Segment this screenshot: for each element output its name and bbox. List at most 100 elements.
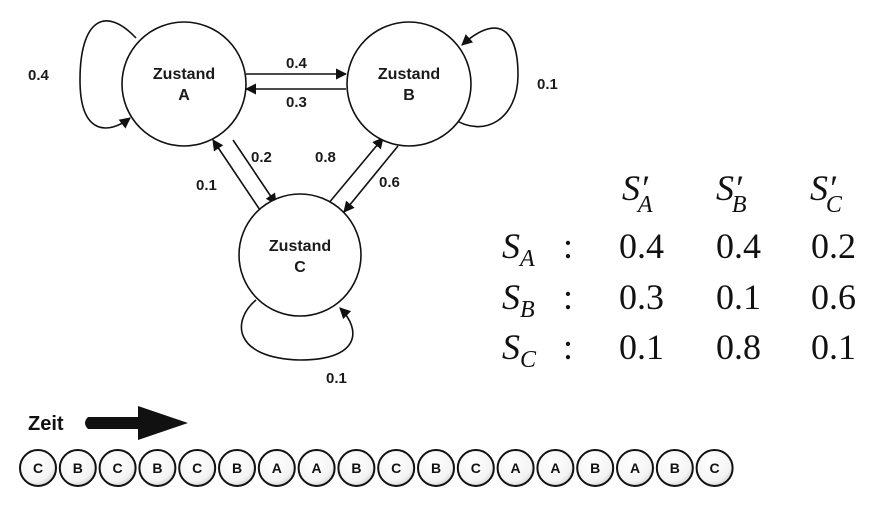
sequence-state-B: B — [58, 449, 97, 487]
svg-text:SB: SB — [502, 277, 535, 323]
sequence-state-C: C — [19, 449, 57, 487]
sequence-ball — [218, 449, 256, 487]
sequence-state-A: A — [496, 449, 535, 487]
sequence-state-B: B — [337, 449, 376, 487]
sequence-ball — [337, 449, 376, 487]
matrix-col-header-C-sub: C — [826, 192, 843, 218]
sequence-state-B: B — [576, 449, 615, 487]
sequence-letter: B — [152, 460, 162, 476]
sequence-ball — [695, 449, 734, 487]
matrix-col-header-B: S′B — [716, 168, 747, 218]
time-arrow-icon — [85, 406, 188, 440]
state-B-letter: B — [403, 87, 415, 104]
sequence-state-A: A — [297, 449, 336, 487]
state-B-circle — [346, 21, 472, 147]
transition-A-A: 0.4 — [28, 20, 137, 129]
matrix-row-B: SB : 0.3 0.1 0.6 — [502, 277, 856, 323]
matrix-col-header-A: S′A — [622, 168, 653, 218]
transition-C-C-label: 0.1 — [326, 370, 347, 387]
state-B: Zustand B — [346, 21, 472, 147]
sequence-letter: B — [431, 460, 441, 476]
transition-C-B-label: 0.8 — [315, 149, 336, 166]
matrix-cell-C-C: 0.1 — [811, 327, 856, 367]
sequence-letter: A — [312, 460, 322, 476]
matrix-cell-A-C: 0.2 — [811, 226, 856, 266]
sequence-letter: C — [471, 460, 481, 476]
sequence-state-C: C — [377, 449, 416, 487]
transition-C-A: 0.1 — [196, 139, 261, 211]
svg-text::: : — [563, 327, 573, 367]
state-C-title: Zustand — [269, 238, 331, 255]
transition-B-C: 0.6 — [343, 145, 400, 213]
sequence-ball — [257, 449, 296, 487]
matrix-col-header-B-base: S — [716, 168, 734, 208]
sequence-ball — [178, 449, 217, 487]
matrix-col-header-C-base: S — [810, 168, 828, 208]
sequence-state-C: C — [178, 449, 217, 487]
state-A-circle — [121, 21, 247, 147]
state-C-letter: C — [294, 259, 306, 276]
matrix-col-header-B-sub: B — [732, 192, 747, 218]
sequence-letter: C — [710, 460, 720, 476]
sequence-letter: C — [391, 460, 401, 476]
matrix-cell-B-C: 0.6 — [811, 277, 856, 317]
sequence-state-B: B — [655, 449, 694, 487]
state-C: Zustand C — [238, 193, 362, 317]
transition-C-C: 0.1 — [240, 299, 354, 387]
sequence-ball — [377, 449, 416, 487]
time-label: Zeit — [28, 413, 64, 435]
svg-text:S′A: S′A — [622, 168, 653, 218]
matrix-cell-A-B: 0.4 — [716, 226, 761, 266]
matrix-row-C-sub: C — [520, 347, 537, 373]
transition-C-B: 0.8 — [315, 137, 384, 205]
svg-text::: : — [563, 277, 573, 317]
matrix-row-B-base: S — [502, 277, 520, 317]
state-A-letter: A — [178, 87, 190, 104]
transition-B-C-label: 0.6 — [379, 174, 400, 191]
matrix-cell-C-B: 0.8 — [716, 327, 761, 367]
sequence-ball — [616, 449, 654, 487]
transition-A-A-label: 0.4 — [28, 67, 50, 84]
sequence-state-A: A — [616, 449, 654, 487]
transition-matrix: S′A S′B S′C SA : 0.4 0.4 0.2 SB : 0.3 0.… — [502, 168, 856, 373]
sequence-ball — [456, 449, 495, 487]
matrix-cell-B-A: 0.3 — [619, 277, 664, 317]
transition-A-B-label: 0.4 — [286, 55, 308, 72]
sequence-ball — [58, 449, 97, 487]
sequence-state-C: C — [695, 449, 734, 487]
sequence-state-A: A — [257, 449, 296, 487]
sequence-letter: A — [630, 460, 640, 476]
svg-text:SC: SC — [502, 327, 537, 373]
matrix-cell-A-A: 0.4 — [619, 226, 664, 266]
transition-B-A: 0.3 — [244, 83, 346, 111]
svg-text:SA: SA — [502, 226, 535, 272]
sequence-letter: A — [272, 460, 282, 476]
matrix-row-B-sub: B — [520, 297, 535, 323]
matrix-row-A: SA : 0.4 0.4 0.2 — [502, 226, 856, 272]
sequence-letter: C — [33, 460, 43, 476]
sequence-letter: B — [73, 460, 83, 476]
svg-text:S′C: S′C — [810, 168, 843, 218]
matrix-cell-B-B: 0.1 — [716, 277, 761, 317]
matrix-col-header-C: S′C — [810, 168, 843, 218]
sequence-letter: A — [550, 460, 560, 476]
matrix-row-C: SC : 0.1 0.8 0.1 — [502, 327, 856, 373]
matrix-row-C-base: S — [502, 327, 520, 367]
sequence-ball — [297, 449, 336, 487]
state-A: Zustand A — [121, 21, 247, 147]
sequence-ball — [496, 449, 535, 487]
state-A-title: Zustand — [153, 66, 215, 83]
matrix-row-A-base: S — [502, 226, 520, 266]
sequence-state-C: C — [98, 449, 137, 487]
svg-text:S′B: S′B — [716, 168, 747, 218]
sequence-letter: C — [113, 460, 123, 476]
sequence-ball — [138, 449, 177, 487]
matrix-row-A-sub: A — [518, 246, 535, 272]
svg-text::: : — [563, 226, 573, 266]
sequence-ball — [576, 449, 615, 487]
transition-C-A-label: 0.1 — [196, 177, 217, 194]
sequence-ball — [536, 449, 575, 487]
sequence-state-A: A — [536, 449, 575, 487]
